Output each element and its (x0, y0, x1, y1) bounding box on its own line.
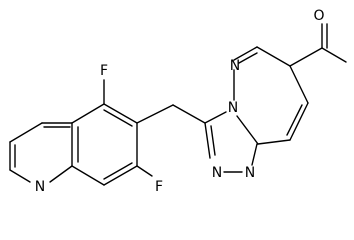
quinoline-benzo-ring (71, 103, 138, 186)
atom-label-pyridazine-nitrogen: N (230, 58, 240, 74)
bond-c7-f (136, 165, 153, 177)
bond-ch2-triazole (172, 104, 206, 124)
atom-label-oxygen: O (313, 8, 324, 24)
atom-label-triazole-n2: N (245, 165, 255, 181)
bond-ring-ch2 (136, 104, 174, 124)
atom-label-quinoline-nitrogen: N (35, 179, 45, 195)
chemical-structure: O F F N N N N N (9, 8, 347, 195)
acetyl-group (289, 23, 347, 67)
atom-label-triazole-n1: N (212, 165, 222, 181)
atom-label-fluorine-top: F (100, 63, 108, 79)
pyridazine-ring (233, 46, 309, 145)
atom-label-bridge-nitrogen: N (228, 100, 238, 116)
atom-label-fluorine-bottom: F (155, 179, 163, 195)
quinoline-pyridine-ring (9, 122, 73, 183)
triazole-ring (204, 111, 259, 173)
